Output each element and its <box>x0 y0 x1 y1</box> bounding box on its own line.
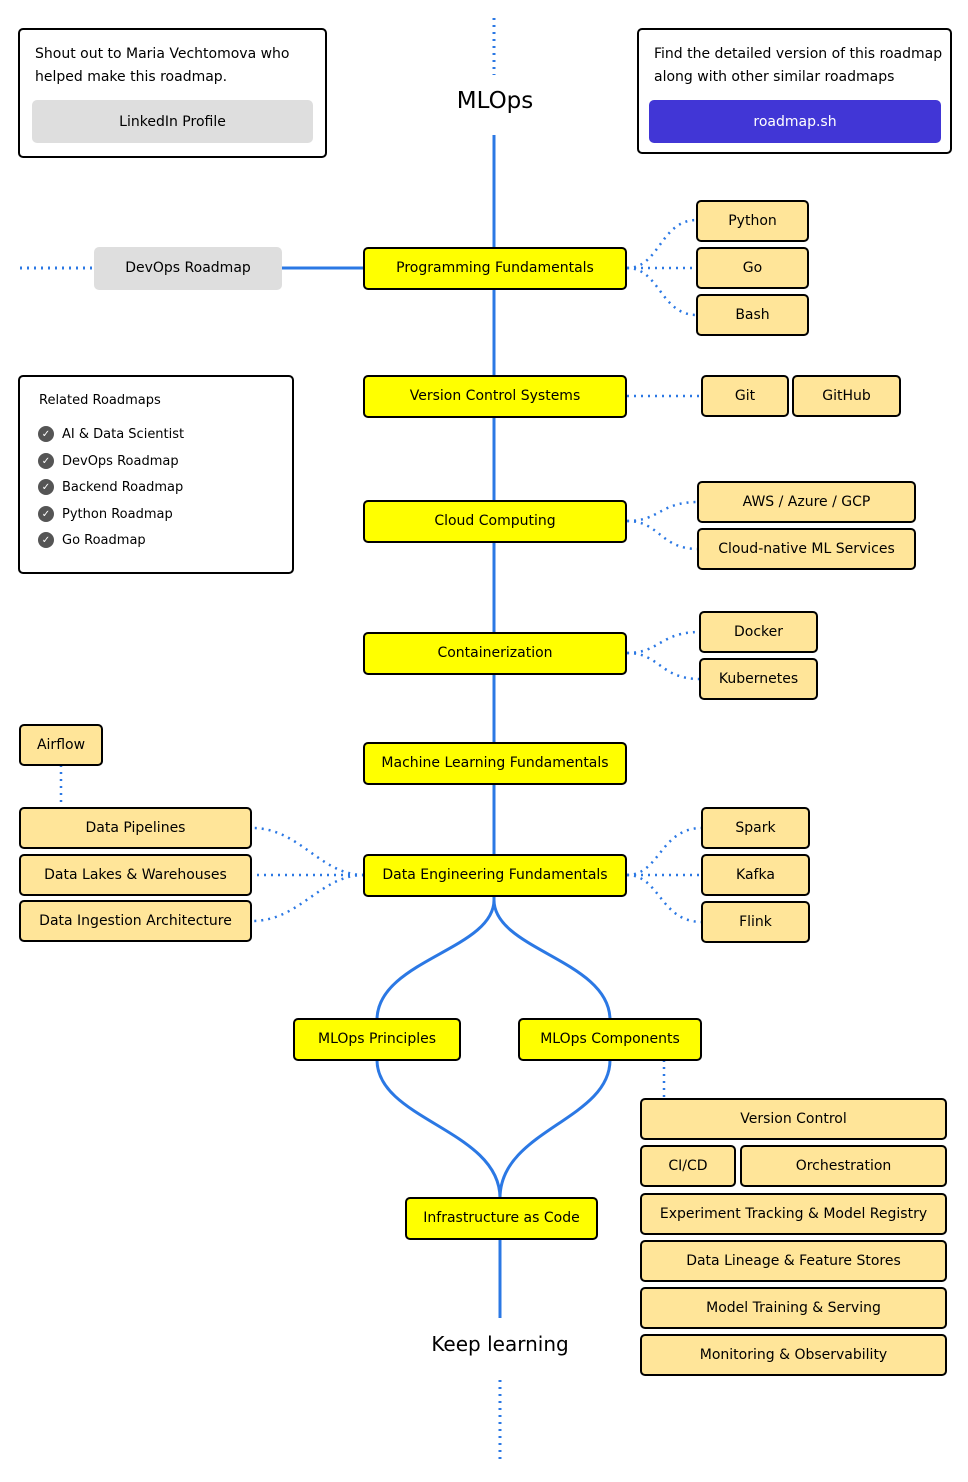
detail-text-line2: along with other similar roadmaps <box>654 69 895 85</box>
subtopic-bash[interactable]: Bash <box>696 294 809 336</box>
subtopic-orchestration[interactable]: Orchestration <box>740 1145 947 1187</box>
subtopic-python[interactable]: Python <box>696 200 809 242</box>
related-item-devops[interactable]: ✓DevOps Roadmap <box>38 453 179 469</box>
subtopic-aws-azure-gcp[interactable]: AWS / Azure / GCP <box>697 481 916 523</box>
related-item-go[interactable]: ✓Go Roadmap <box>38 532 146 548</box>
subtopic-git[interactable]: Git <box>701 375 789 417</box>
subtopic-experiment-tracking[interactable]: Experiment Tracking & Model Registry <box>640 1193 947 1235</box>
linkedin-profile-button[interactable]: LinkedIn Profile <box>32 100 313 143</box>
topic-machine-learning-fundamentals[interactable]: Machine Learning Fundamentals <box>363 742 627 785</box>
check-icon: ✓ <box>38 506 54 522</box>
roadmap-sh-button[interactable]: roadmap.sh <box>649 100 941 143</box>
detail-text-line1: Find the detailed version of this roadma… <box>654 46 943 62</box>
check-icon: ✓ <box>38 479 54 495</box>
related-item-python[interactable]: ✓Python Roadmap <box>38 506 173 522</box>
subtopic-ci-cd[interactable]: CI/CD <box>640 1145 736 1187</box>
subtopic-flink[interactable]: Flink <box>701 901 810 943</box>
credit-text-line1: Shout out to Maria Vechtomova who <box>35 46 290 62</box>
keep-learning-label: Keep learning <box>431 1332 569 1356</box>
check-icon: ✓ <box>38 426 54 442</box>
topic-infrastructure-as-code[interactable]: Infrastructure as Code <box>405 1197 598 1240</box>
topic-cloud-computing[interactable]: Cloud Computing <box>363 500 627 543</box>
credit-text-line2: helped make this roadmap. <box>35 69 228 85</box>
page-title: MLOps <box>456 88 534 114</box>
topic-containerization[interactable]: Containerization <box>363 632 627 675</box>
subtopic-model-training-serving[interactable]: Model Training & Serving <box>640 1287 947 1329</box>
subtopic-airflow[interactable]: Airflow <box>19 724 103 766</box>
check-icon: ✓ <box>38 532 54 548</box>
subtopic-kafka[interactable]: Kafka <box>701 854 810 896</box>
detail-panel: Find the detailed version of this roadma… <box>637 28 952 154</box>
subtopic-version-control[interactable]: Version Control <box>640 1098 947 1140</box>
related-item-backend[interactable]: ✓Backend Roadmap <box>38 479 183 495</box>
subtopic-data-pipelines[interactable]: Data Pipelines <box>19 807 252 849</box>
subtopic-cloud-native-ml[interactable]: Cloud-native ML Services <box>697 528 916 570</box>
subtopic-monitoring-observability[interactable]: Monitoring & Observability <box>640 1334 947 1376</box>
credit-panel: Shout out to Maria Vechtomova who helped… <box>18 28 327 158</box>
related-item-ai-data-scientist[interactable]: ✓AI & Data Scientist <box>38 426 184 442</box>
topic-mlops-principles[interactable]: MLOps Principles <box>293 1018 461 1061</box>
related-heading: Related Roadmaps <box>39 393 161 408</box>
topic-programming-fundamentals[interactable]: Programming Fundamentals <box>363 247 627 290</box>
subtopic-data-lineage[interactable]: Data Lineage & Feature Stores <box>640 1240 947 1282</box>
topic-mlops-components[interactable]: MLOps Components <box>518 1018 702 1061</box>
subtopic-spark[interactable]: Spark <box>701 807 810 849</box>
devops-roadmap-link[interactable]: DevOps Roadmap <box>94 247 282 290</box>
subtopic-kubernetes[interactable]: Kubernetes <box>699 658 818 700</box>
subtopic-go[interactable]: Go <box>696 247 809 289</box>
subtopic-docker[interactable]: Docker <box>699 611 818 653</box>
subtopic-github[interactable]: GitHub <box>792 375 901 417</box>
topic-version-control-systems[interactable]: Version Control Systems <box>363 375 627 418</box>
subtopic-data-ingestion-architecture[interactable]: Data Ingestion Architecture <box>19 900 252 942</box>
topic-data-engineering-fundamentals[interactable]: Data Engineering Fundamentals <box>363 854 627 897</box>
subtopic-data-lakes-warehouses[interactable]: Data Lakes & Warehouses <box>19 854 252 896</box>
related-roadmaps-panel: Related Roadmaps ✓AI & Data Scientist ✓D… <box>18 375 294 574</box>
check-icon: ✓ <box>38 453 54 469</box>
